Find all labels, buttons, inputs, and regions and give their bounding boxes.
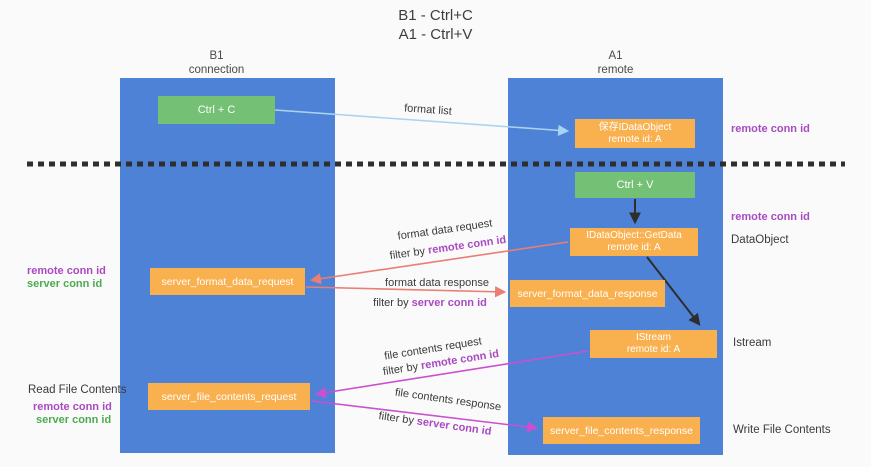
- format-response-label: server_format_data_response: [517, 287, 658, 300]
- diagram-title: B1 - Ctrl+C A1 - Ctrl+V: [0, 6, 871, 44]
- ctrl-c-label: Ctrl + C: [197, 104, 236, 116]
- istream-side-label: Istream: [733, 337, 772, 349]
- getdata-line1: IDataObject::GetData: [586, 230, 682, 241]
- idataobject-getdata-node: IDataObject::GetData remote id: A: [570, 228, 698, 256]
- ctrl-c-node: Ctrl + C: [158, 96, 275, 124]
- lane-b1-name: B1: [209, 50, 224, 62]
- format-data-response-filter-label: filter by server conn id: [373, 297, 487, 309]
- file-contents-response-flow-label: file contents response: [394, 386, 502, 414]
- server-file-contents-request-node: server_file_contents_request: [148, 383, 310, 410]
- server-format-data-request-node: server_format_data_request: [150, 268, 305, 295]
- server-format-data-response-node: server_format_data_response: [510, 280, 665, 307]
- ctrl-v-label: Ctrl + V: [616, 179, 654, 191]
- lane-header-a1: A1 remote: [508, 49, 723, 77]
- server-file-contents-response-node: server_file_contents_response: [543, 417, 700, 444]
- remote-conn-id-label-left-bottom: remote conn id: [33, 401, 112, 413]
- file-contents-response-filter-label: filter by server conn id: [378, 410, 492, 438]
- filter-by-prefix: filter by: [389, 244, 429, 263]
- file-request-label: server_file_contents_request: [161, 390, 297, 403]
- istream-line1: IStream: [635, 332, 671, 343]
- filter-by-prefix: filter by: [373, 297, 412, 309]
- dataobject-label: DataObject: [731, 234, 789, 246]
- lane-header-b1: B1 connection: [124, 49, 309, 77]
- filter-by-prefix: filter by: [382, 360, 423, 379]
- format-data-response-flow-label: format data response: [385, 277, 489, 289]
- write-file-contents-label: Write File Contents: [733, 424, 831, 436]
- lane-a1-role: remote: [597, 64, 634, 76]
- save-idataobject-line1: 保存IDataObject: [598, 121, 672, 133]
- file-response-label: server_file_contents_response: [549, 424, 693, 437]
- remote-conn-id-key: remote conn id: [427, 233, 507, 257]
- read-file-contents-label: Read File Contents: [28, 384, 127, 396]
- server-conn-id-key: server conn id: [411, 297, 487, 309]
- format-request-label: server_format_data_request: [161, 275, 294, 288]
- ctrl-v-node: Ctrl + V: [575, 172, 695, 198]
- server-conn-id-label-left-mid: server conn id: [27, 278, 103, 290]
- server-conn-id-key: server conn id: [415, 415, 493, 438]
- lane-b1-role: connection: [188, 64, 245, 76]
- format-list-flow-label: format list: [403, 102, 453, 118]
- remote-conn-id-label-left-mid: remote conn id: [27, 265, 106, 277]
- save-idataobject-line2: remote id: A: [608, 133, 662, 145]
- getdata-line2: remote id: A: [607, 242, 661, 253]
- istream-line2: remote id: A: [626, 344, 681, 355]
- server-conn-id-label-left-bottom: server conn id: [36, 414, 112, 426]
- istream-node: IStream remote id: A: [590, 330, 717, 358]
- filter-by-prefix: filter by: [377, 410, 418, 428]
- lane-a1-name: A1: [608, 50, 623, 62]
- remote-conn-id-label-right-top: remote conn id: [731, 123, 810, 135]
- remote-conn-id-label-right-mid: remote conn id: [731, 211, 810, 223]
- title-line-1: B1 - Ctrl+C: [398, 7, 473, 24]
- save-idataobject-node: 保存IDataObject remote id: A: [575, 119, 695, 148]
- title-line-2: A1 - Ctrl+V: [398, 26, 473, 43]
